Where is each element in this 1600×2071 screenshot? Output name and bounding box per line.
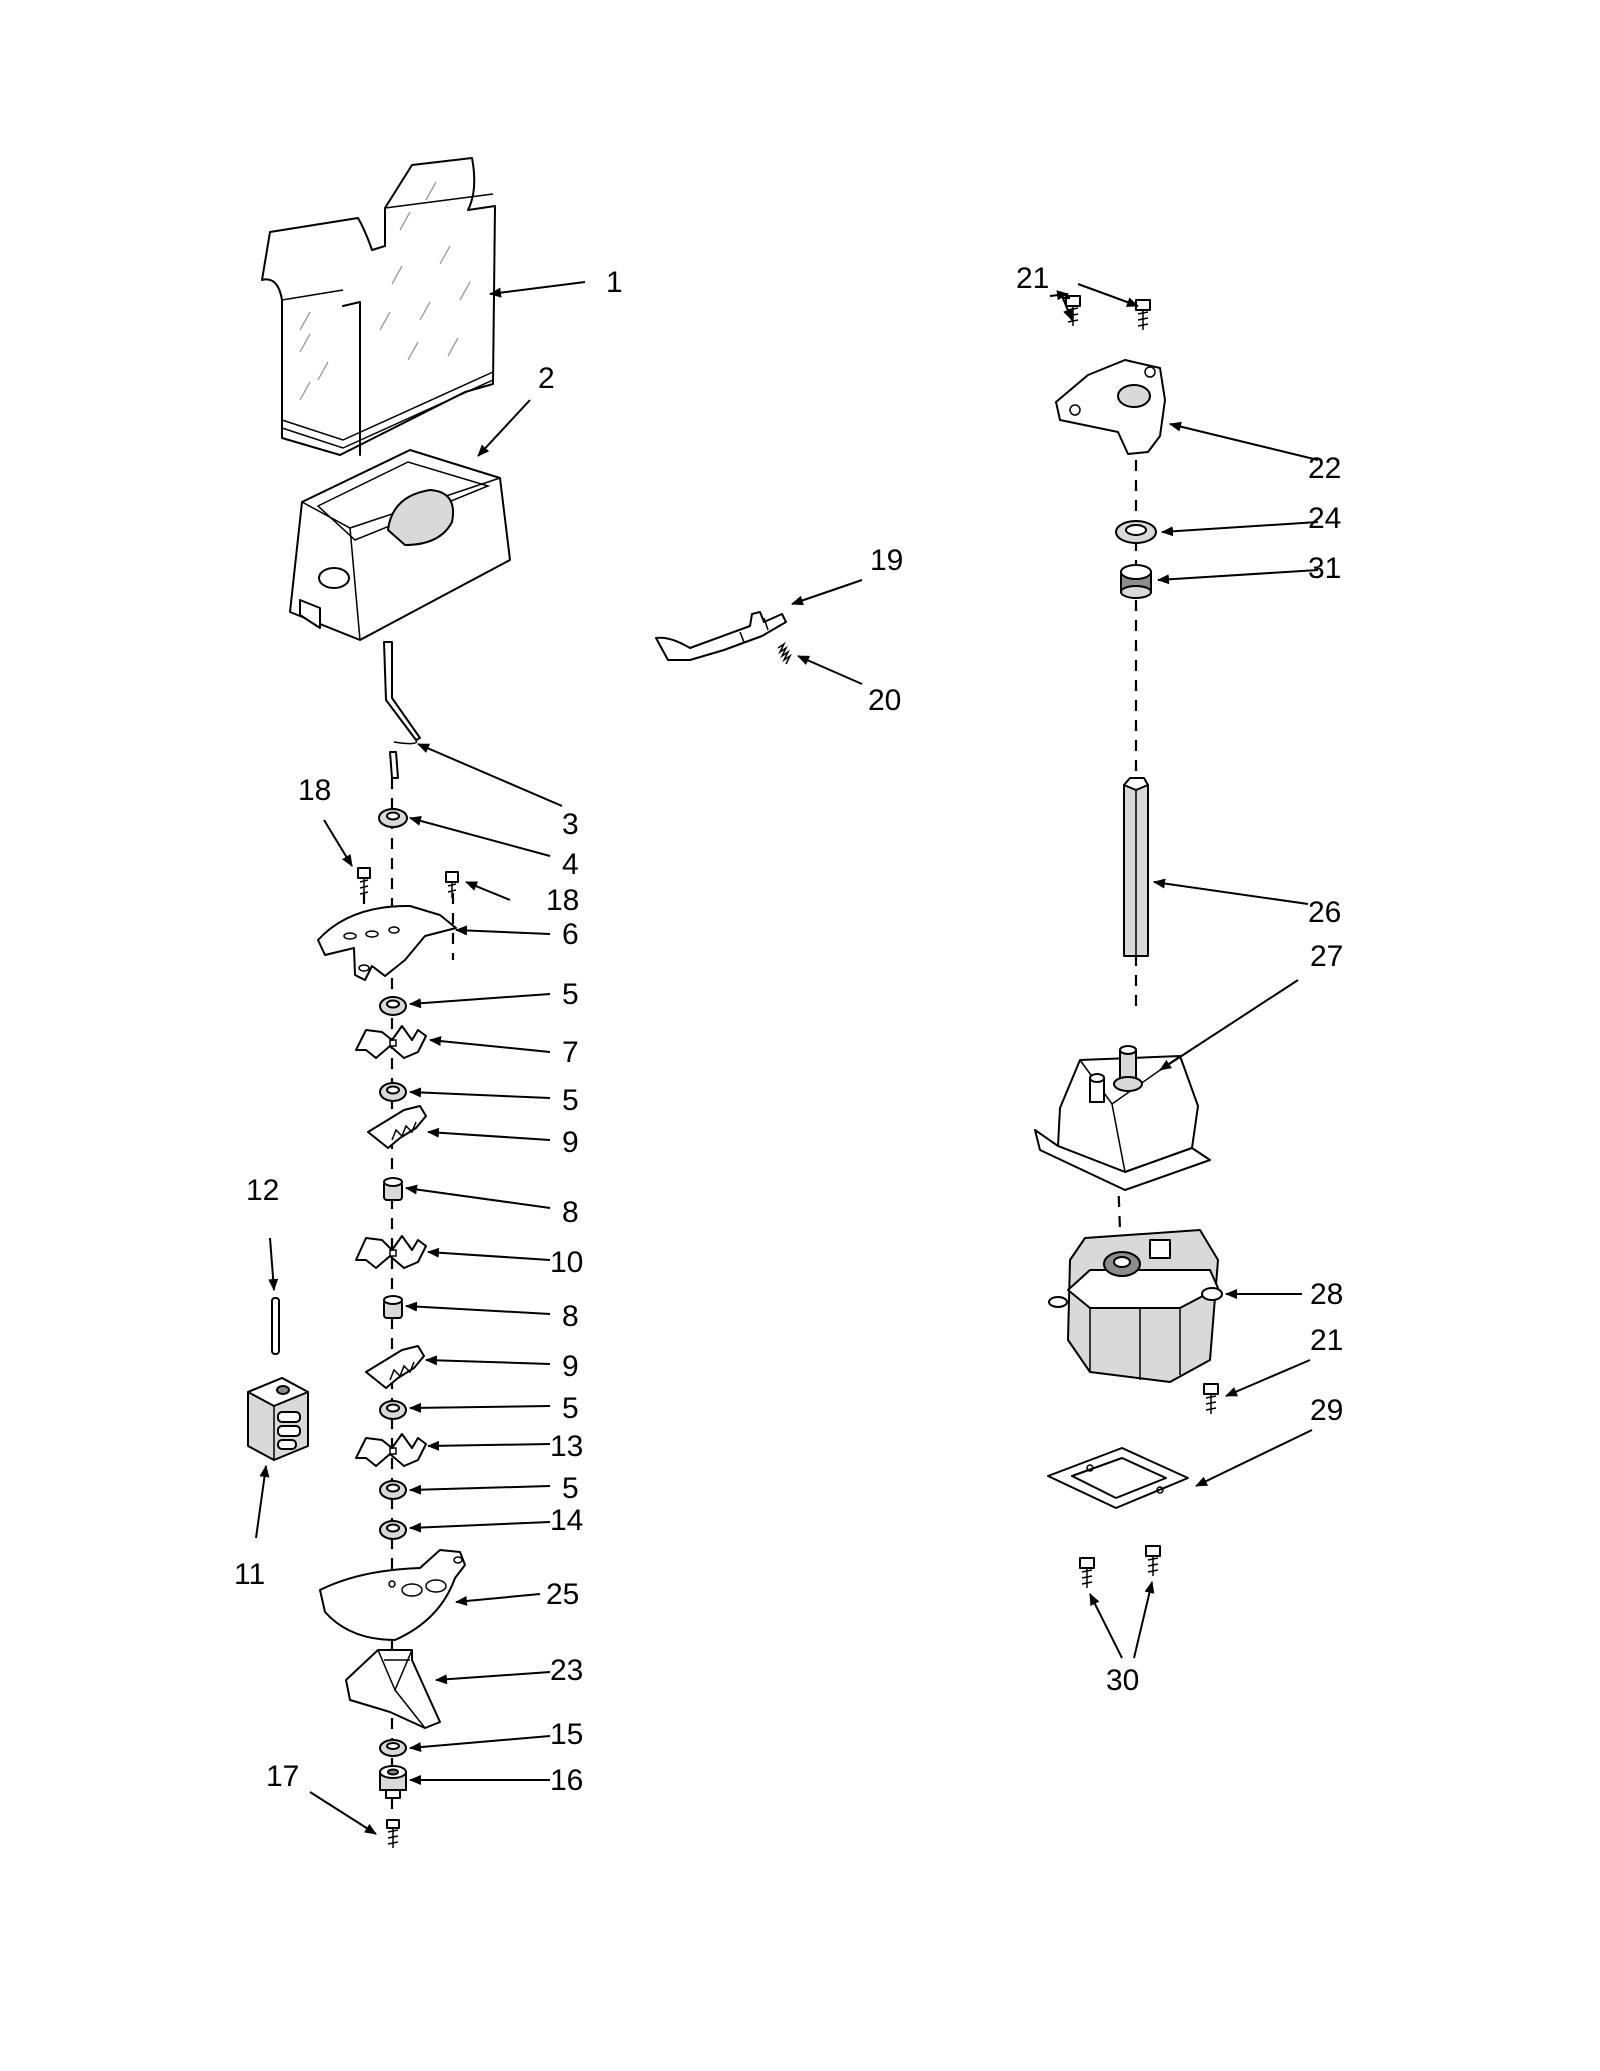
callout-9-a: 9 [562, 1126, 579, 1159]
part-30-screw-left [1079, 1557, 1095, 1588]
part-19-lever [655, 611, 787, 661]
part-9-ejector-blade-b [365, 1345, 425, 1389]
callout-26: 26 [1308, 896, 1341, 929]
part-21-screw-lower [1203, 1383, 1219, 1414]
callout-28: 28 [1310, 1278, 1343, 1311]
callout-15: 15 [550, 1718, 583, 1751]
part-10-cam [355, 1235, 427, 1269]
part-16-bushing [379, 1765, 407, 1799]
callout-5-c: 5 [562, 1392, 579, 1425]
callout-19: 19 [870, 544, 903, 577]
part-24-washer [1115, 520, 1157, 544]
callout-9-b: 9 [562, 1350, 579, 1383]
part-3-crank-rod [383, 641, 421, 779]
callout-5-d: 5 [562, 1472, 579, 1505]
part-21-screw-right [1135, 299, 1151, 330]
part-13-cam [355, 1433, 427, 1467]
part-11-clip [247, 1377, 309, 1461]
part-23-shutter [345, 1649, 441, 1729]
part-30-screw-right [1145, 1545, 1161, 1576]
callout-12: 12 [246, 1174, 279, 1207]
callout-21-bottom: 21 [1310, 1324, 1343, 1357]
part-29-gasket [1047, 1447, 1189, 1509]
part-17-screw [386, 1819, 400, 1848]
part-5-washer-c [379, 1400, 407, 1420]
part-28-motor-gearbox [1048, 1229, 1223, 1383]
callout-10: 10 [550, 1246, 583, 1279]
callout-13: 13 [550, 1430, 583, 1463]
part-15-washer [379, 1739, 407, 1757]
callout-30: 30 [1106, 1664, 1139, 1697]
callout-11: 11 [234, 1558, 265, 1591]
callout-4: 4 [562, 848, 579, 881]
part-8-spacer-a [383, 1177, 403, 1201]
part-26-shaft [1123, 777, 1149, 957]
part-21-screw-left [1065, 295, 1081, 326]
part-5-washer-d [379, 1480, 407, 1500]
part-25-blade-plate [319, 1549, 466, 1641]
callout-2: 2 [538, 362, 555, 395]
callout-31: 31 [1308, 552, 1341, 585]
callout-21-top: 21 [1016, 262, 1049, 295]
part-12-pin [271, 1297, 280, 1355]
callout-20: 20 [868, 684, 901, 717]
callout-25: 25 [546, 1578, 579, 1611]
part-2-bin-housing [289, 449, 511, 641]
part-18-screw-left [357, 867, 371, 896]
callout-27: 27 [1310, 940, 1343, 973]
callout-24: 24 [1308, 502, 1341, 535]
callout-5-b: 5 [562, 1084, 579, 1117]
part-5-washer-a [379, 996, 407, 1016]
callout-8-b: 8 [562, 1300, 579, 1333]
callout-1: 1 [606, 266, 623, 299]
callout-labels: 1 2 3 4 18 18 6 5 7 5 9 8 10 8 9 5 13 5 … [234, 262, 1343, 1797]
callout-3: 3 [562, 808, 579, 841]
callout-14: 14 [550, 1504, 583, 1537]
callout-22: 22 [1308, 452, 1341, 485]
callout-18-left: 18 [298, 774, 331, 807]
part-5-washer-b [379, 1082, 407, 1102]
part-31-bearing [1120, 564, 1152, 599]
callout-5-a: 5 [562, 978, 579, 1011]
part-7-cam [355, 1025, 427, 1059]
part-14-washer [379, 1520, 407, 1540]
leader-lines [255, 281, 1319, 1835]
part-4-washer [378, 808, 408, 828]
part-9-ejector-blade-a [367, 1105, 427, 1149]
part-8-spacer-b [383, 1295, 403, 1319]
part-27-motor-cover [1034, 1045, 1211, 1191]
callout-17: 17 [266, 1760, 299, 1793]
callout-8-a: 8 [562, 1196, 579, 1229]
callout-18-right: 18 [546, 884, 579, 917]
callout-7: 7 [562, 1036, 579, 1069]
callout-6: 6 [562, 918, 579, 951]
part-20-spring [777, 641, 792, 665]
callout-29: 29 [1310, 1394, 1343, 1427]
callout-23: 23 [550, 1654, 583, 1687]
part-22-bracket [1055, 359, 1166, 455]
part-6-mounting-bracket [317, 904, 457, 981]
part-1-ice-bucket [261, 157, 496, 456]
callout-16: 16 [550, 1764, 583, 1797]
part-18-screw-right [445, 871, 459, 898]
